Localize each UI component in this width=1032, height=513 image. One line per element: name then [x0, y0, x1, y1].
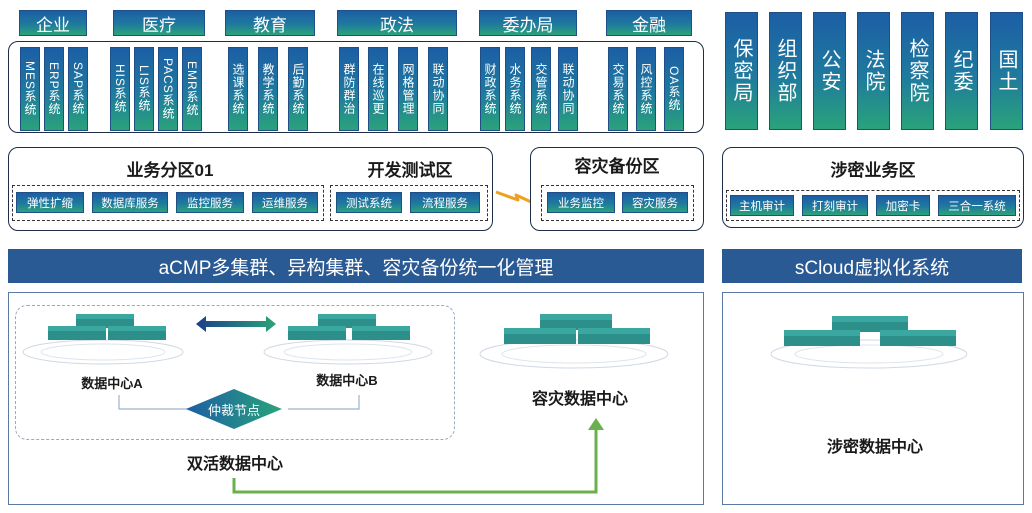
service-encryption-card: 加密卡 [876, 195, 930, 216]
business-zone-services-box [12, 185, 324, 221]
acmp-management-bar: aCMP多集群、异构集群、容灾备份统一化管理 [8, 249, 704, 283]
system-sap: SAP系统 [68, 47, 88, 131]
unit-court: 法院 [857, 12, 890, 130]
service-three-in-one: 三合一系统 [938, 195, 1016, 216]
system-grid-management: 网格管理 [398, 47, 418, 131]
dr-datacenter-label: 容灾数据中心 [531, 391, 628, 408]
arbiter-connector [118, 395, 360, 410]
secret-datacenter-servers [770, 316, 968, 369]
category-enterprise: 企业 [19, 10, 87, 36]
system-online-patrol: 在线巡更 [368, 47, 388, 131]
category-finance: 金融 [606, 10, 692, 36]
active-active-datacenter-label: 双活数据中心 [186, 456, 283, 473]
system-water: 水务系统 [505, 47, 525, 131]
service-elastic-scaling: 弹性扩缩 [16, 192, 84, 213]
arbiter-node-label: 仲裁节点 [207, 402, 260, 418]
system-oa: OA系统 [664, 47, 684, 131]
dr-zone-panel [530, 147, 704, 231]
replication-arrow-icon [232, 418, 604, 494]
arbiter-node: 仲裁节点 [186, 389, 282, 429]
secret-zone-services-box [726, 190, 1020, 221]
system-finance: 财政系统 [480, 47, 500, 131]
unit-procuratorate: 检察院 [901, 12, 934, 130]
service-burn-audit: 打刻审计 [802, 195, 868, 216]
system-course: 选课系统 [228, 47, 248, 131]
sync-arrow-icon [196, 316, 276, 332]
system-linkage-politics: 联动协同 [428, 47, 448, 131]
secret-zone-title: 涉密业务区 [830, 161, 916, 180]
system-erp: ERP系统 [44, 47, 64, 131]
category-politics: 政法 [337, 10, 457, 36]
service-disaster-recovery: 容灾服务 [622, 192, 688, 213]
datacenter-a-label: 数据中心A [81, 376, 143, 391]
dev-zone-title: 开发测试区 [367, 161, 453, 180]
unit-public-security: 公安 [813, 12, 846, 130]
system-mes: MES系统 [20, 47, 40, 131]
datacenter-b-label: 数据中心B [316, 373, 378, 388]
secret-datacenter-label: 涉密数据中心 [826, 439, 923, 456]
system-trading: 交易系统 [608, 47, 628, 131]
dev-zone-services-box [330, 185, 488, 221]
system-group-defense: 群防群治 [339, 47, 359, 131]
unit-secrecy-bureau: 保密局 [725, 12, 758, 130]
system-lis: LIS系统 [134, 47, 154, 131]
service-business-monitoring: 业务监控 [547, 192, 615, 213]
system-traffic: 交管系统 [531, 47, 551, 131]
service-monitoring: 监控服务 [176, 192, 244, 213]
category-medical: 医疗 [113, 10, 205, 36]
system-linkage-committee: 联动协同 [558, 47, 578, 131]
system-pacs: PACS系统 [158, 47, 178, 131]
unit-discipline-committee: 纪委 [945, 12, 978, 130]
business-zone-title: 业务分区01 [126, 161, 214, 180]
service-host-audit: 主机审计 [730, 195, 794, 216]
dr-zone-title: 容灾备份区 [574, 157, 660, 176]
link-lightning-icon [495, 190, 543, 209]
service-workflow: 流程服务 [410, 192, 480, 213]
service-operations: 运维服务 [252, 192, 318, 213]
system-risk-control: 风控系统 [636, 47, 656, 131]
service-database: 数据库服务 [92, 192, 168, 213]
category-education: 教育 [225, 10, 315, 36]
unit-organization-dept: 组织部 [769, 12, 802, 130]
active-active-region [15, 305, 455, 440]
system-logistics: 后勤系统 [288, 47, 308, 131]
secret-datacenter-panel [722, 292, 1024, 505]
scloud-virtualization-bar: sCloud虚拟化系统 [722, 249, 1022, 283]
datacenter-b-servers [263, 314, 433, 365]
system-his: HIS系统 [110, 47, 130, 131]
datacenter-panel [8, 292, 704, 505]
dr-zone-services-box [541, 185, 694, 221]
system-teaching: 教学系统 [258, 47, 278, 131]
category-committee: 委办局 [479, 10, 577, 36]
datacenter-a-servers [22, 314, 184, 365]
system-emr: EMR系统 [182, 47, 202, 131]
dr-datacenter-servers [479, 314, 669, 369]
unit-land-resources: 国土 [990, 12, 1023, 130]
business-dev-zone-panel [8, 147, 493, 231]
service-test-system: 测试系统 [336, 192, 402, 213]
